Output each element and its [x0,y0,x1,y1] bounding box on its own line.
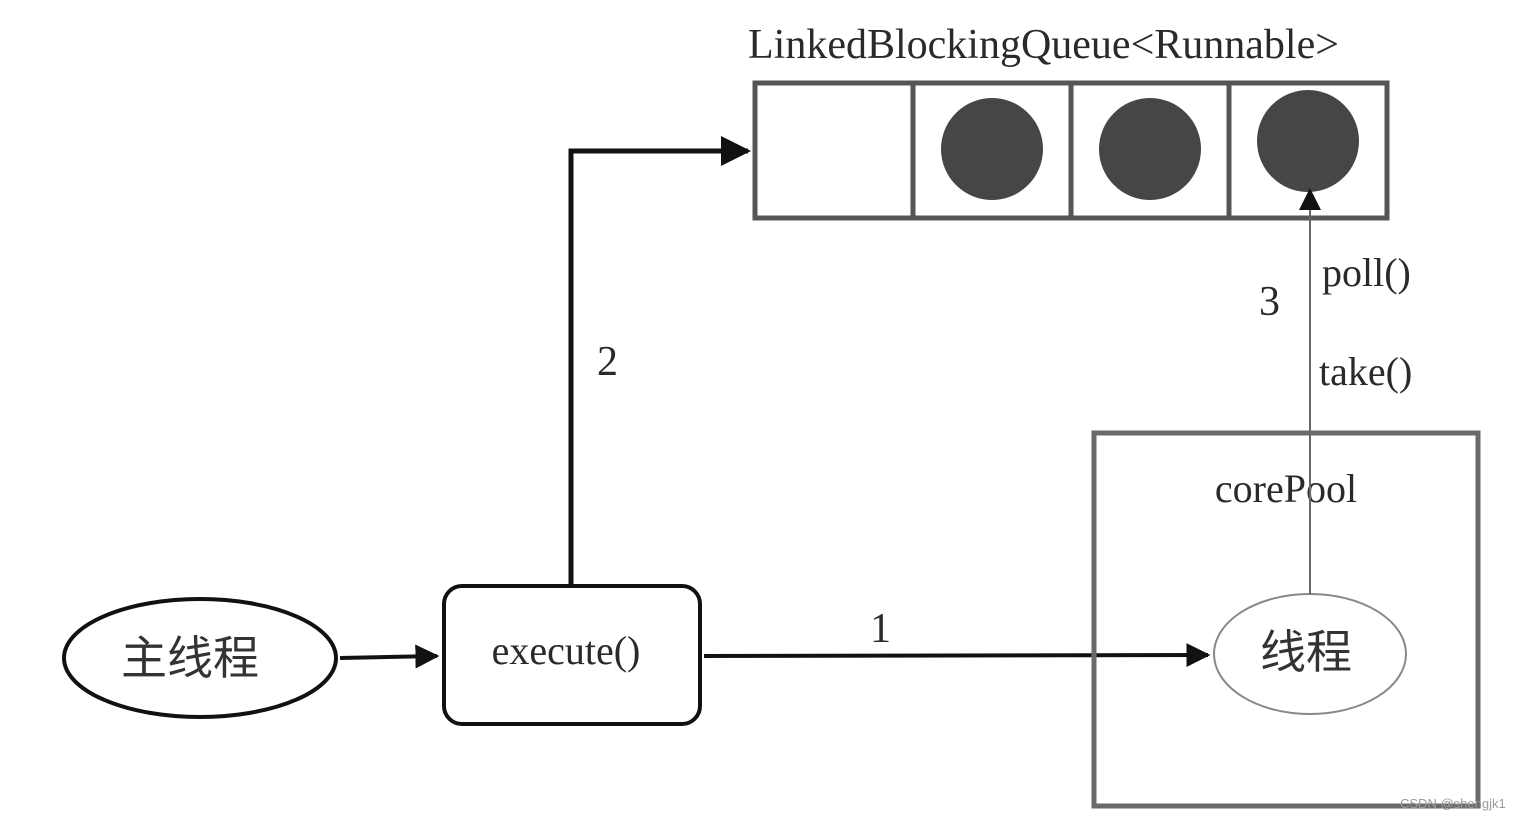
queue-task-dot [941,98,1043,200]
queue [752,80,1390,221]
main-thread-label: 主线程 [121,632,259,684]
execute-label: execute() [492,628,641,673]
arrow-step-1 [703,643,1211,668]
queue-title: LinkedBlockingQueue<Runnable> [748,22,1339,68]
step-1-label: 1 [870,606,891,652]
take-label: take() [1319,349,1412,394]
queue-task-dot [1099,98,1201,200]
worker-thread-label: 线程 [1260,626,1352,678]
arrow-step-3-head [1299,188,1321,210]
queue-slot-empty [760,88,908,213]
core-pool-label: corePool [1215,466,1357,511]
step-2-label: 2 [597,339,618,385]
worker-thread-node: 线程 [1213,593,1407,715]
arrow-main-to-execute [339,644,440,669]
watermark: CSDN @shengjk1 [1400,796,1506,811]
poll-label: poll() [1322,250,1411,295]
step-3-label: 3 [1259,279,1280,325]
execute-node: execute() [442,584,702,726]
queue-task-dot [1257,90,1359,192]
main-thread-node: 主线程 [62,597,338,719]
arrow-step-2 [568,136,751,586]
core-pool: corePool [1091,430,1481,809]
